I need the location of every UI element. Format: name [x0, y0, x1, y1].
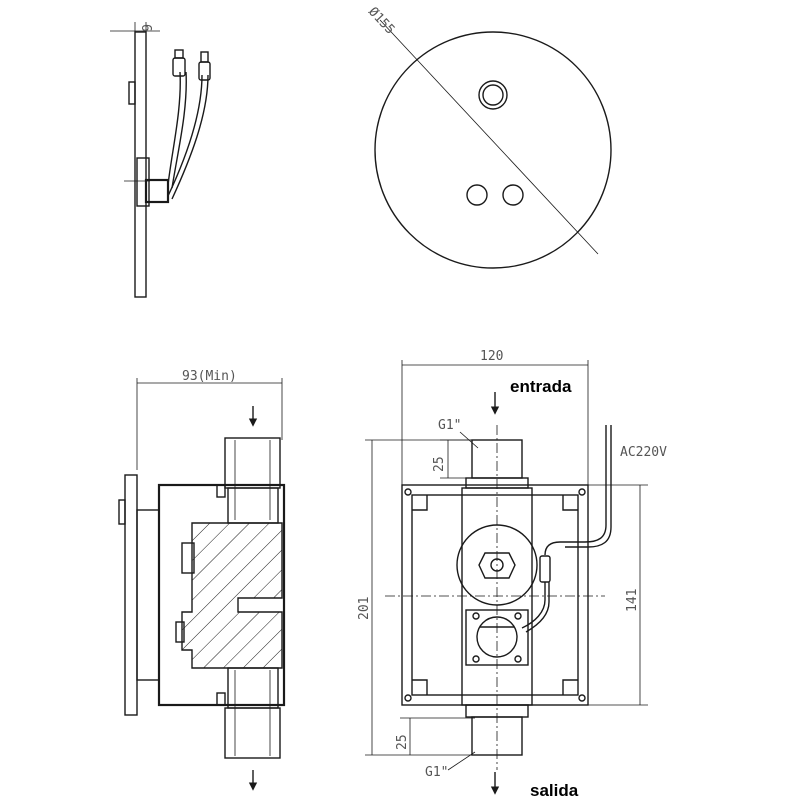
valve-body: [181, 522, 283, 669]
height-dim: 201: [357, 597, 372, 620]
screw-hole-right: [502, 184, 524, 206]
sensor-window-outer: [478, 80, 508, 110]
connector-left: [172, 57, 186, 77]
power-label: AC220V: [620, 445, 667, 460]
inlet-label: entrada: [510, 377, 572, 396]
cover-circle: [374, 31, 612, 269]
screw-hole-left: [466, 184, 488, 206]
outlet-label: salida: [530, 781, 579, 800]
thread-bottom-label: G1": [425, 765, 448, 780]
box-outer: [401, 484, 589, 706]
side-view: 6: [110, 22, 211, 298]
front-view: Ø155: [365, 4, 612, 269]
inner-height-dim: 141: [625, 589, 640, 612]
face-plate: [134, 31, 147, 298]
rear-view: entrada salida 120 201 141 25 25 G1" G1": [357, 349, 667, 800]
section-view: 93(Min): [118, 369, 286, 791]
solenoid: [456, 524, 538, 606]
sensor-connector: [476, 616, 518, 658]
diameter-dim: Ø155: [365, 4, 397, 37]
thread-top-label: G1": [438, 418, 461, 433]
side-thickness-dim: 6: [138, 24, 153, 32]
pipe-len-bottom-dim: 25: [395, 734, 410, 750]
power-plug: [539, 555, 551, 583]
depth-dim: 93(Min): [182, 369, 237, 384]
width-dim: 120: [480, 349, 503, 364]
pipe-len-top-dim: 25: [432, 456, 447, 472]
